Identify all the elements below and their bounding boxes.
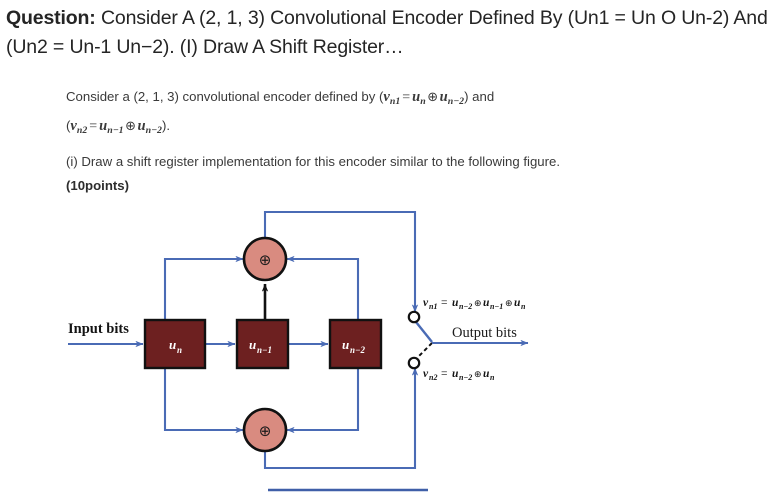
switch-wiper-arm [415, 321, 433, 343]
register-label-un2-sub: n−2 [350, 345, 365, 355]
wire-un2-tap-up [286, 255, 360, 324]
register-label-un1-sub: n−1 [257, 345, 272, 355]
body-line1-prefix: Consider a (2, 1, 3) convolutional encod… [66, 89, 384, 104]
wire-top-xor-output [263, 210, 419, 313]
eq1-xor-icon: ⊕ [427, 90, 439, 105]
register-label-un2: u [342, 337, 349, 352]
xor-circle [242, 407, 288, 453]
eq1-v-sub: n1 [389, 95, 401, 107]
eq1-u1: u [412, 89, 421, 105]
eq2-v-sub: n2 [76, 124, 88, 136]
page-title: Question: Consider A (2, 1, 3) Convoluti… [6, 4, 776, 62]
fml-bot-t1-sub: n−2 [459, 373, 472, 382]
register-label-un-sub: n [177, 345, 182, 355]
eq1-equals: = [402, 90, 411, 105]
eq1-u2-sub: n−2 [447, 95, 465, 107]
xor-gate-top[interactable]: ⊕ [242, 236, 288, 282]
body-paragraph-2: (vn2=un−1⊕un−2). [66, 115, 666, 141]
eq2-equals: = [89, 118, 98, 134]
xor-circle [242, 236, 288, 282]
xor-icon: ⊕ [259, 422, 272, 440]
eq1-u2: u [439, 89, 448, 105]
fml-top-t3: u [514, 297, 521, 309]
switch-contact-bottom [407, 356, 421, 370]
body-paragraph-1: Consider a (2, 1, 3) convolutional encod… [66, 86, 666, 112]
equation-vn1-inline: vn1=un⊕un−2 [383, 89, 465, 107]
eq2-u1-sub: n−1 [107, 124, 124, 136]
points-label: (10points) [66, 177, 130, 193]
fml-top-op1: ⊕ [474, 299, 482, 309]
shift-register-figure: u n u n−1 u n−2 ⊕ ⊕ Input bits Output bi… [0, 196, 783, 504]
wire-un2-tap-down [286, 365, 360, 434]
fml-top-t2-sub: n−1 [490, 302, 503, 311]
fml-bot-t2-sub: n [490, 373, 495, 382]
output-bits-label: Output bits [452, 325, 517, 341]
line2-open-paren: ( [66, 117, 71, 133]
fml-top-t1: u [452, 297, 459, 309]
xor-icon: ⊕ [259, 251, 272, 269]
register-box [143, 318, 207, 370]
fml-bot-v-sub: n2 [429, 373, 437, 382]
xor-gate-bottom[interactable]: ⊕ [242, 407, 288, 453]
input-bits-label: Input bits [68, 321, 129, 337]
eq2-xor-icon: ⊕ [125, 118, 137, 134]
formula-vn1: v n1 = u n−2 ⊕ u n−1 ⊕ u n [423, 297, 526, 311]
eq2-u2: u [137, 117, 146, 134]
fml-top-v-sub: n1 [429, 302, 437, 311]
register-box [235, 318, 290, 370]
figure-wiring [68, 210, 419, 470]
body-paragraph-3: (i) Draw a shift register implementation… [66, 153, 560, 169]
fml-top-t2: u [483, 297, 490, 309]
wire-bottom-xor-output [263, 367, 419, 470]
formula-vn2: v n2 = u n−2 ⊕ u n [423, 368, 495, 382]
output-switch[interactable] [407, 310, 529, 370]
fml-bot-op1: ⊕ [474, 370, 482, 380]
question-title-text: Consider A (2, 1, 3) Convolutional Encod… [6, 7, 768, 58]
question-label: Question: [6, 7, 96, 29]
body-line1-suffix: ) and [464, 89, 495, 104]
switch-contact-top [407, 310, 421, 324]
fml-bot-t2: u [483, 368, 490, 380]
fml-top-v: v [423, 297, 429, 309]
switch-dashed-arm [416, 342, 433, 359]
line2-close-paren: ). [161, 117, 171, 133]
eq2-u1: u [99, 117, 108, 134]
eq1-u1-sub: n [420, 95, 426, 107]
fml-bot-v: v [423, 368, 429, 380]
fml-top-t3-sub: n [521, 302, 526, 311]
eq2-v: v [70, 117, 77, 134]
fml-top-op2: ⊕ [505, 299, 513, 309]
question-body: Consider a (2, 1, 3) convolutional encod… [66, 86, 666, 199]
fml-top-equals: = [441, 297, 448, 309]
eq2-u2-sub: n−2 [145, 124, 162, 136]
fml-bot-t1: u [452, 368, 459, 380]
register-box [328, 318, 383, 370]
fml-top-t1-sub: n−2 [459, 302, 472, 311]
register-label-un1: u [249, 337, 256, 352]
fml-bot-equals: = [441, 368, 448, 380]
register-label-un: u [169, 337, 176, 352]
eq1-v: v [383, 89, 390, 105]
register-un[interactable]: u n [143, 318, 207, 370]
wire-un-tap-down [163, 365, 244, 434]
register-un-minus-2[interactable]: u n−2 [328, 318, 383, 370]
equation-vn2-inline: vn2=un−1⊕un−2 [70, 117, 162, 136]
register-un-minus-1[interactable]: u n−1 [235, 318, 290, 370]
wire-un-tap-up [163, 255, 244, 324]
